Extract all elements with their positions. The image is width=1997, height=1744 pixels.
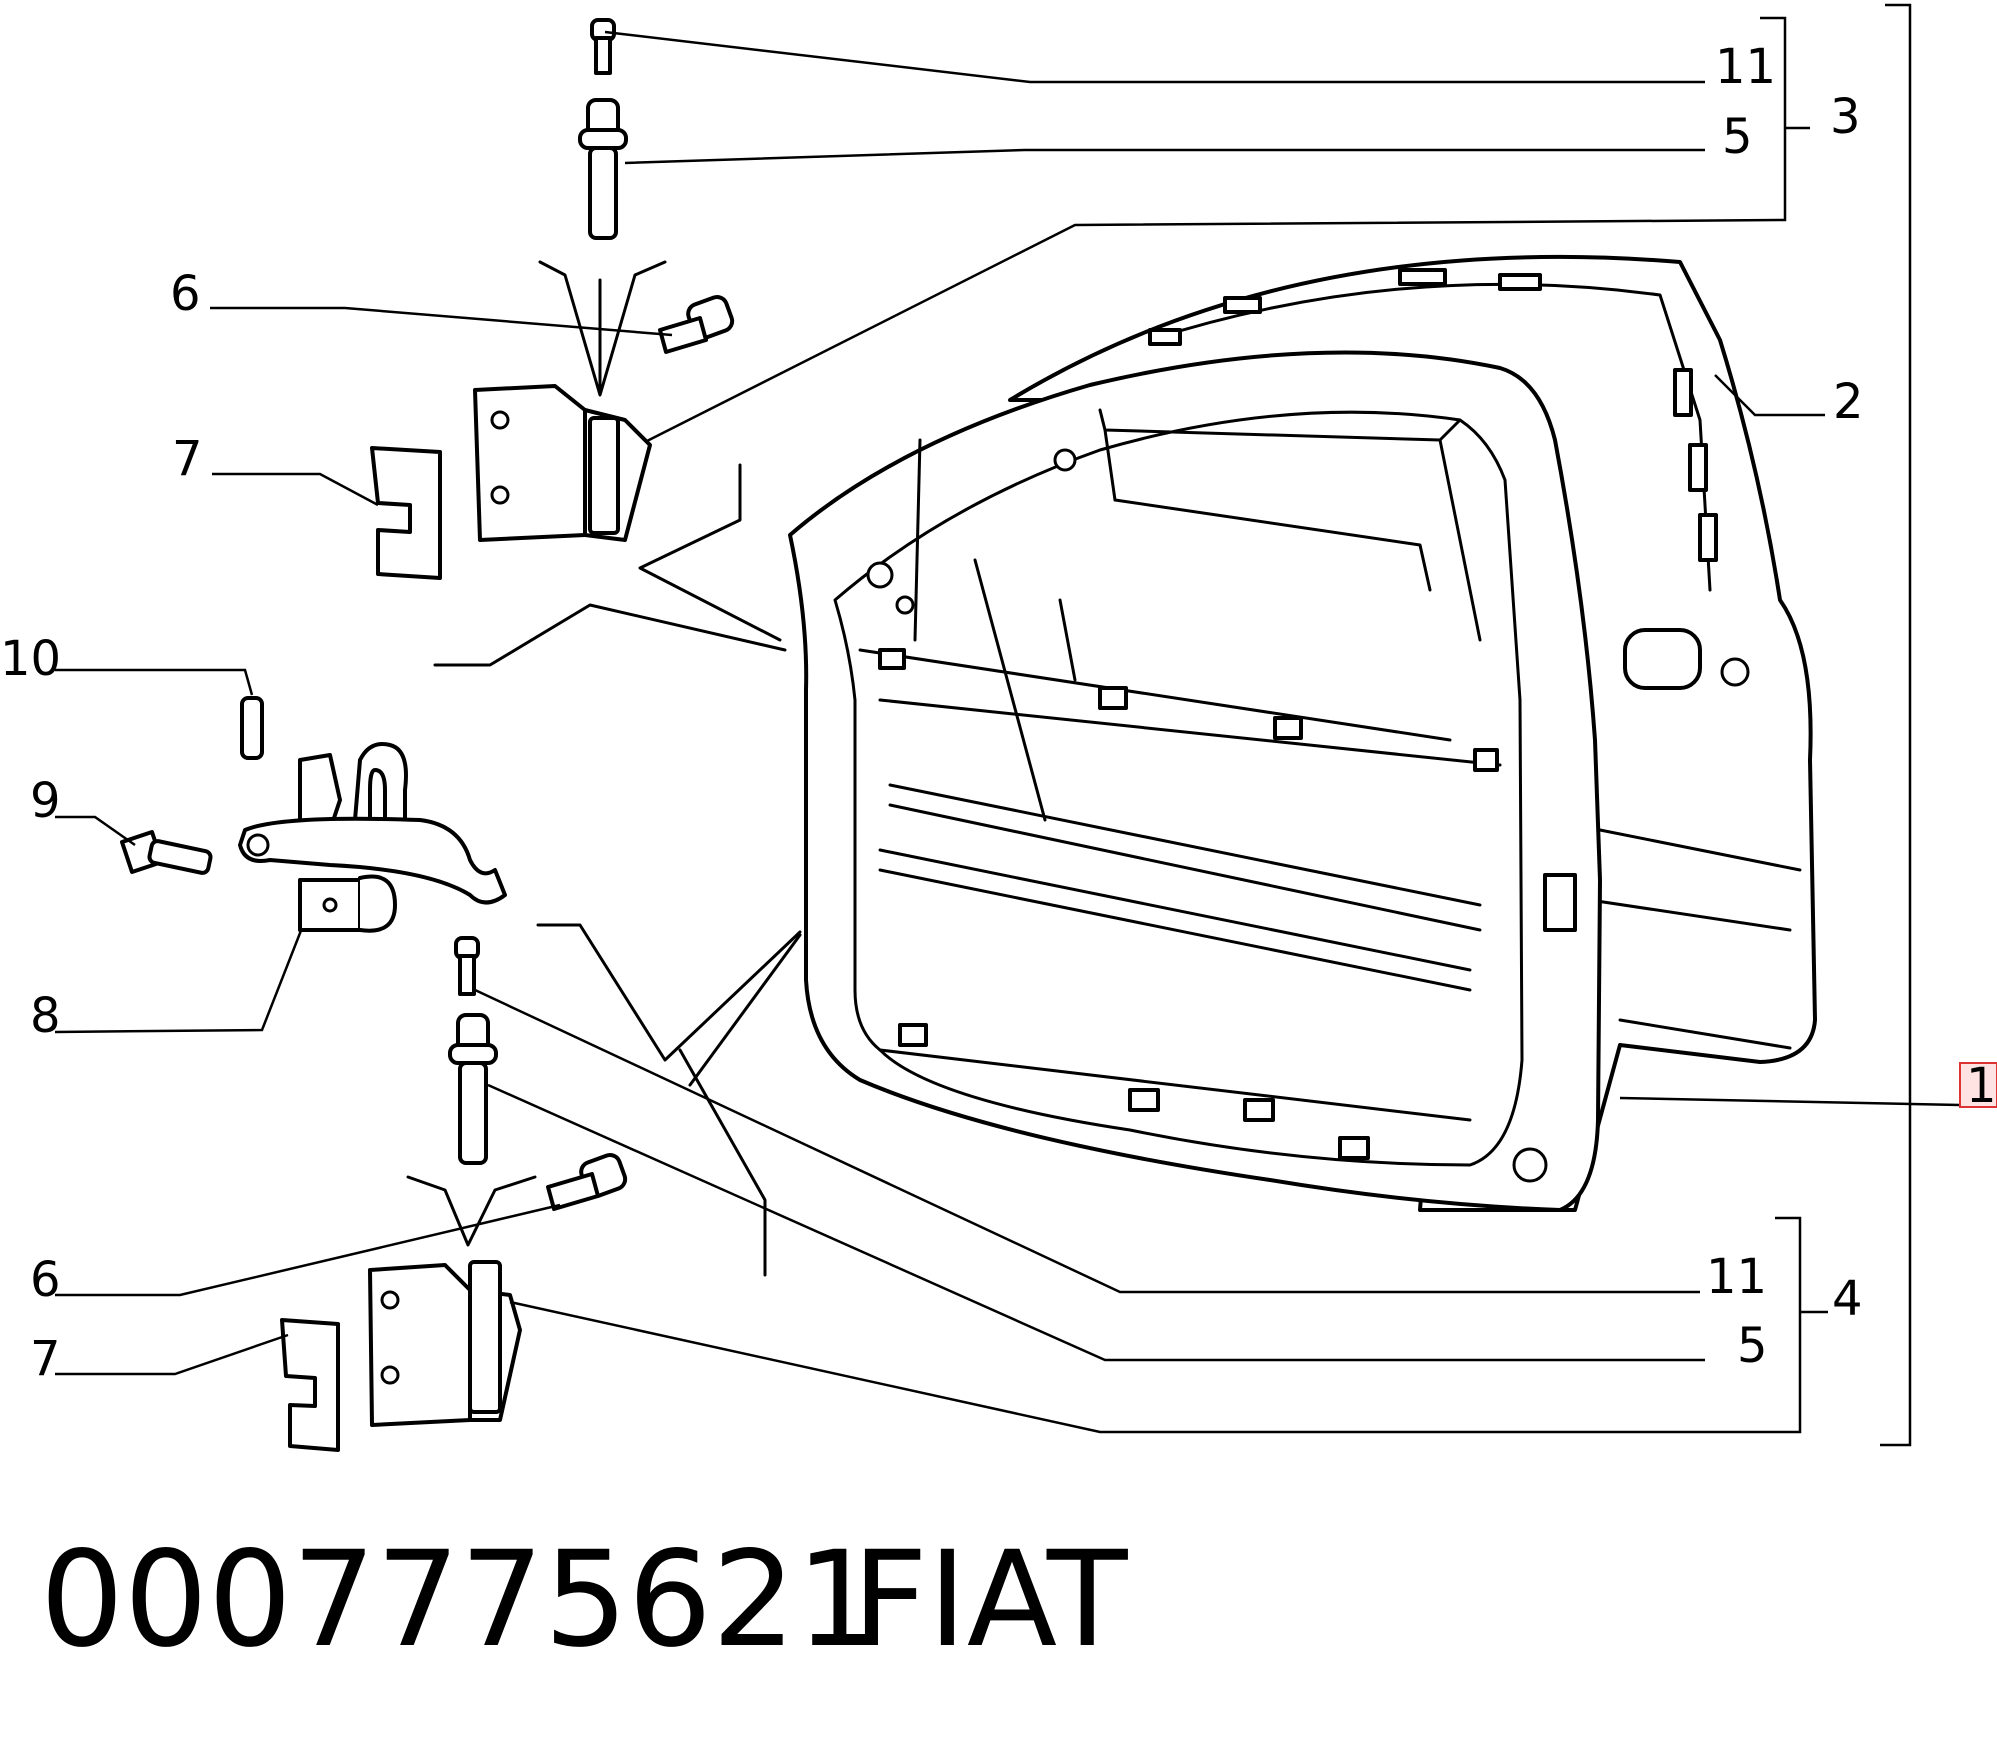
screw-11-top bbox=[590, 18, 616, 75]
shim-plate-7-bottom bbox=[280, 1318, 340, 1452]
door-inner-frame bbox=[788, 350, 1602, 1212]
callout-1: 1 bbox=[1966, 1058, 1997, 1114]
callout-5-top: 5 bbox=[1722, 109, 1753, 165]
callout-10: 10 bbox=[0, 631, 61, 687]
callout-11-top: 11 bbox=[1715, 39, 1776, 95]
door-outer-panel bbox=[1008, 254, 1817, 1212]
brand-name: FIAT bbox=[852, 1523, 1129, 1677]
door-check-strap bbox=[120, 696, 507, 933]
footer-caption: 0007775621 FIAT bbox=[40, 1523, 1129, 1677]
callout-1-highlight bbox=[1959, 1062, 1997, 1108]
bolt-6-top bbox=[658, 295, 735, 354]
guide-lines bbox=[433, 463, 802, 1277]
callout-5-bottom: 5 bbox=[1737, 1318, 1768, 1374]
part-number: 0007775621 bbox=[40, 1523, 880, 1677]
bumper-10 bbox=[240, 696, 264, 760]
callouts: 11 5 3 2 6 7 10 9 8 1 11 5 4 6 7 bbox=[0, 39, 1997, 1387]
leader-lines bbox=[54, 3, 1961, 1447]
callout-9: 9 bbox=[30, 773, 61, 829]
callout-2: 2 bbox=[1833, 374, 1864, 430]
callout-7-top: 7 bbox=[172, 431, 203, 487]
callout-6-top: 6 bbox=[170, 266, 201, 322]
callout-11-bottom: 11 bbox=[1706, 1249, 1767, 1305]
check-strap-8 bbox=[238, 742, 507, 933]
callout-3: 3 bbox=[1830, 89, 1861, 145]
hinge-bracket-top bbox=[473, 384, 652, 542]
shim-plate-7-top bbox=[370, 446, 442, 580]
callout-7-bottom: 7 bbox=[30, 1331, 61, 1387]
top-hinge-assembly bbox=[370, 18, 735, 580]
hinge-pin-5-bottom bbox=[448, 1013, 498, 1165]
bolt-9 bbox=[120, 830, 213, 875]
hinge-bracket-bottom bbox=[368, 1260, 522, 1427]
bolt-6-bottom bbox=[546, 1153, 628, 1211]
bottom-hinge-assembly bbox=[280, 936, 628, 1452]
callout-6-bottom: 6 bbox=[30, 1252, 61, 1308]
screw-11-bottom bbox=[454, 936, 480, 996]
hinge-pin-5-top bbox=[578, 98, 628, 240]
callout-8: 8 bbox=[30, 988, 61, 1044]
callout-4: 4 bbox=[1832, 1271, 1863, 1327]
